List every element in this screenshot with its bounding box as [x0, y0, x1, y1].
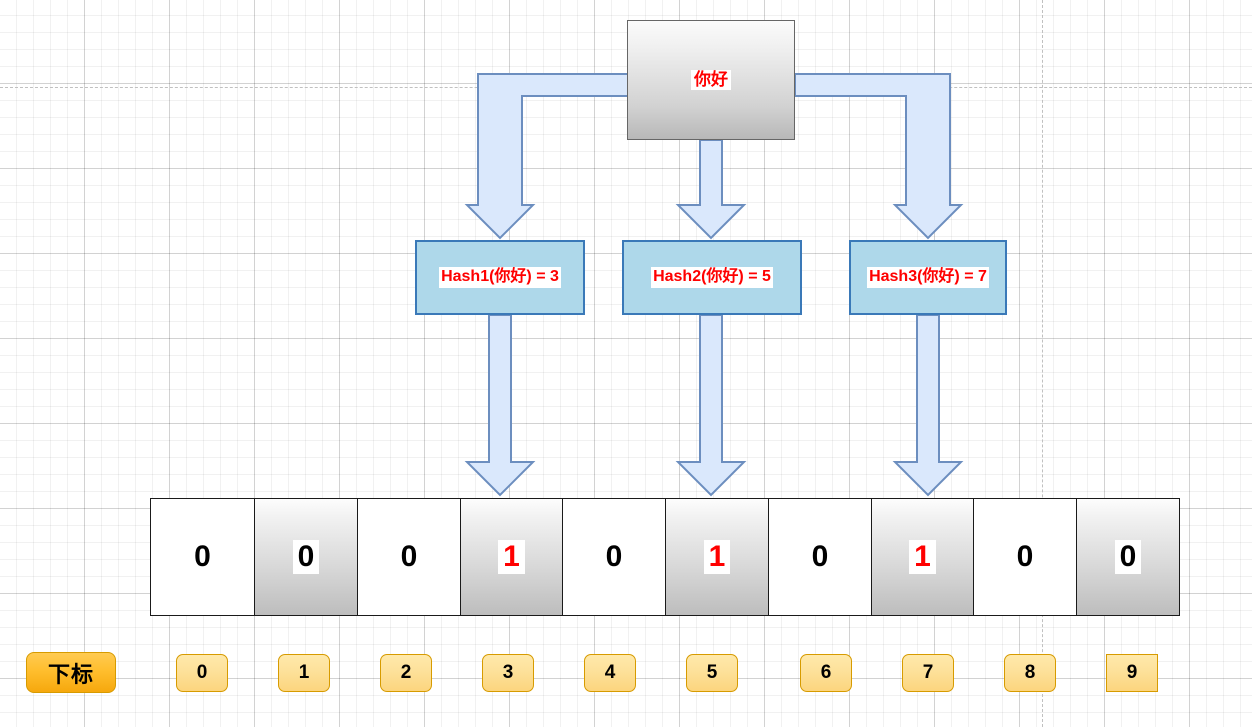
index-label-0[interactable]: 0 [176, 654, 228, 692]
bit-value-3: 1 [498, 540, 525, 574]
bit-value-9: 0 [1114, 540, 1142, 574]
source-data-box[interactable]: 你好 [627, 20, 795, 140]
bit-value-5: 1 [703, 540, 731, 574]
hash-function-box-3[interactable]: Hash3(你好) = 7 [849, 240, 1007, 315]
hash-label-2: Hash2(你好) = 5 [651, 267, 773, 288]
index-row-title: 下标 [26, 652, 116, 693]
hash-label-3: Hash3(你好) = 7 [867, 267, 989, 288]
bit-value-8: 0 [1016, 540, 1034, 573]
index-label-1[interactable]: 1 [278, 654, 330, 692]
arrow-hash1-to-bit3 [464, 314, 536, 497]
arrow-hash2-to-bit5 [675, 314, 747, 497]
index-label-7[interactable]: 7 [902, 654, 954, 692]
bit-value-1: 0 [292, 540, 320, 574]
index-label-8[interactable]: 8 [1004, 654, 1056, 692]
arrow-hash3-to-bit7 [892, 314, 964, 497]
arrow-source-to-hash3 [794, 73, 964, 240]
bit-cell-5[interactable]: 1 [665, 498, 769, 616]
bit-value-4: 0 [605, 540, 623, 573]
arrow-source-to-hash2 [675, 139, 747, 240]
page-break-vertical [1042, 0, 1043, 727]
arrow-source-to-hash1 [464, 73, 629, 240]
index-label-9[interactable]: 9 [1106, 654, 1158, 692]
bit-value-2: 0 [400, 540, 418, 573]
index-label-5[interactable]: 5 [686, 654, 738, 692]
bit-cell-4[interactable]: 0 [562, 498, 666, 616]
bit-value-7: 1 [909, 540, 936, 574]
hash-label-1: Hash1(你好) = 3 [439, 267, 561, 288]
source-label: 你好 [691, 69, 731, 91]
bit-cell-2[interactable]: 0 [357, 498, 461, 616]
index-label-3[interactable]: 3 [482, 654, 534, 692]
bit-cell-3[interactable]: 1 [460, 498, 563, 616]
hash-function-box-1[interactable]: Hash1(你好) = 3 [415, 240, 585, 315]
index-label-2[interactable]: 2 [380, 654, 432, 692]
bit-cell-9[interactable]: 0 [1076, 498, 1180, 616]
index-label-4[interactable]: 4 [584, 654, 636, 692]
bit-array: 0 0 0 1 0 1 0 1 0 0 [150, 498, 1180, 616]
hash-function-box-2[interactable]: Hash2(你好) = 5 [622, 240, 802, 315]
bit-cell-8[interactable]: 0 [973, 498, 1077, 616]
bit-cell-7[interactable]: 1 [871, 498, 974, 616]
bit-cell-1[interactable]: 0 [254, 498, 358, 616]
bit-cell-0[interactable]: 0 [150, 498, 255, 616]
bit-value-0: 0 [194, 540, 211, 573]
bit-value-6: 0 [811, 540, 829, 573]
index-label-6[interactable]: 6 [800, 654, 852, 692]
bit-cell-6[interactable]: 0 [768, 498, 872, 616]
